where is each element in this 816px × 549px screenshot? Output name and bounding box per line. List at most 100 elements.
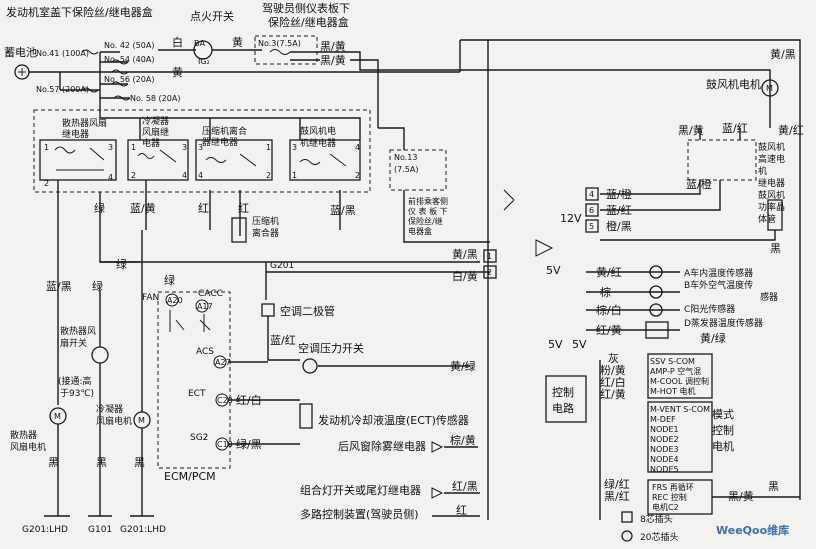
- blower-hs-relay: [687, 139, 757, 181]
- svg-text:4: 4: [355, 143, 360, 152]
- svg-text:2: 2: [44, 179, 49, 188]
- svg-text:4: 4: [198, 171, 203, 180]
- mode-motor: [647, 401, 713, 473]
- wire-black-l3: 黑: [134, 456, 145, 469]
- svg-text:M: M: [766, 84, 773, 93]
- svg-text:2: 2: [266, 171, 271, 180]
- mode-motor-l2: 控制: [712, 423, 734, 437]
- ign-ba: BA: [194, 39, 205, 48]
- switch-note-l2: 于93℃): [60, 388, 94, 399]
- ign-ig: IG₂: [198, 57, 210, 66]
- radiator-fan-relay-l1: 散热器风扇: [62, 117, 107, 129]
- wire-yellow-black-r: 黄/黑: [770, 47, 796, 61]
- wire-green-4: 绿: [164, 273, 175, 287]
- wire-red-yellow-c: 红/黄: [600, 387, 626, 401]
- legend-20pin-icon: [621, 530, 633, 542]
- condenser-fan-motor-l1: 冷凝器: [96, 403, 123, 415]
- ground-g101: G101: [88, 525, 112, 535]
- mode-l5: NODE3: [650, 445, 679, 454]
- mux-label: 多路控制装置(驾驶员侧): [300, 507, 419, 521]
- fuse-58: No. 58 (20A): [130, 94, 180, 103]
- cacc-label: CACC: [198, 289, 223, 299]
- wire-yellow-black-pbox: 黄/黑: [452, 247, 478, 261]
- v5-label-c: 5V: [572, 338, 587, 351]
- pin-2: [483, 265, 497, 279]
- wire-brown-yellow: 棕/黄: [450, 433, 476, 447]
- mode-l3: NODE1: [650, 425, 679, 434]
- radiator-fan-switch-l1: 散热器风: [60, 325, 96, 337]
- sensor-c: C阳光传感器: [684, 303, 735, 315]
- ect-sensor-label: 发动机冷却液温度(ECT)传感器: [318, 413, 469, 427]
- compressor-clutch-l2: 离合器: [252, 227, 279, 239]
- ac-diode-label: 空调二极管: [280, 304, 335, 318]
- fuse-13-b: (7.5A): [394, 165, 418, 174]
- wire-black-pt: 黑: [770, 242, 781, 255]
- svg-text:C20: C20: [217, 396, 233, 405]
- ect-label: ECT: [188, 389, 206, 399]
- blower-hs-l1: 鼓风机: [758, 141, 785, 153]
- ignition-title: 点火开关: [190, 9, 234, 23]
- blower-relay-l1: 鼓风机电: [300, 125, 336, 137]
- svg-text:5: 5: [589, 222, 594, 231]
- svg-text:A20: A20: [167, 296, 183, 305]
- air-mix-motor: [647, 353, 713, 399]
- svg-text:6: 6: [589, 206, 594, 215]
- wire-white-ign: 白: [172, 35, 183, 49]
- battery-label: 蓄电池: [4, 46, 37, 59]
- ecm-pcm-label: ECM/PCM: [164, 470, 216, 483]
- radiator-fan-relay: [39, 139, 117, 181]
- pin-5: [585, 219, 599, 233]
- svg-text:1: 1: [44, 143, 49, 152]
- recirc-l2: REC 控制: [652, 492, 687, 502]
- dash-box-title-2: 保险丝/继电器盒: [268, 15, 349, 29]
- engine-box-title: 发动机室盖下保险丝/继电器盒: [6, 5, 153, 19]
- svg-text:4: 4: [182, 171, 187, 180]
- blower-hs-l4: 继电器: [758, 177, 785, 189]
- wire-black-l1: 黑: [48, 456, 59, 469]
- svg-text:2: 2: [355, 171, 360, 180]
- fuse-13-a: No.13: [394, 153, 417, 162]
- wire-white-yellow: 白/黄: [452, 269, 478, 283]
- svg-text:4: 4: [589, 190, 594, 199]
- air-mix-l4: M-HOT 电机: [650, 386, 696, 396]
- recirc-l3: 电机C2: [652, 502, 679, 512]
- legend-8pin: 8芯插头: [640, 513, 673, 525]
- power-transistor-l3: 体管: [758, 213, 776, 225]
- rear-defog-label: 后风窗除雾继电器: [338, 439, 426, 453]
- power-transistor-l1: 鼓风机: [758, 189, 785, 201]
- wire-black-yellow-2: 黑/黄: [320, 53, 346, 67]
- wire-black-red: 黑/红: [604, 490, 630, 503]
- fuse-41: No.41 (100A): [36, 49, 89, 58]
- wire-red-mux: 红: [456, 504, 467, 517]
- ac-pressure-switch-label: 空调压力开关: [298, 341, 364, 355]
- wire-black-yellow-b: 黑/黄: [728, 489, 754, 503]
- wire-blue-orange-r: 蓝/橙: [686, 177, 712, 191]
- mode-l2: M-DEF: [650, 415, 676, 424]
- compressor-clutch-coil: [231, 217, 247, 243]
- svg-text:M: M: [54, 412, 61, 421]
- svg-text:2: 2: [487, 268, 492, 277]
- ground-g201-b: G201:LHD: [120, 525, 166, 535]
- svg-text:3: 3: [292, 143, 297, 152]
- wire-yellow-green: 黄/绿: [450, 359, 476, 373]
- wire-green-red: 绿/红: [604, 477, 630, 491]
- svg-text:1: 1: [292, 171, 297, 180]
- passenger-box-l1: 前排乘客侧: [408, 196, 448, 206]
- mode-motor-l3: 电机: [712, 439, 734, 453]
- wire-green-1: 绿: [94, 201, 105, 215]
- wire-yellow-ign: 黄: [232, 35, 243, 49]
- wire-blue-red-2: 蓝/红: [606, 204, 632, 217]
- wire-yellow-red-r: 黄/红: [778, 123, 804, 137]
- wire-orange-black: 橙/黑: [606, 219, 632, 233]
- fuse-57: No.57 (200A): [36, 85, 89, 94]
- condenser-fan-motor-l2: 风扇电机: [96, 415, 132, 427]
- compressor-clutch-l1: 压缩机: [252, 215, 279, 227]
- passenger-box-l2: 仪 表 板 下: [408, 206, 448, 216]
- mode-l4: NODE2: [650, 435, 679, 444]
- compressor-clutch-relay: [195, 139, 273, 181]
- svg-text:2: 2: [131, 171, 136, 180]
- wire-blue-red: 蓝/红: [270, 334, 296, 347]
- control-circuit-l1: 控制: [552, 385, 574, 399]
